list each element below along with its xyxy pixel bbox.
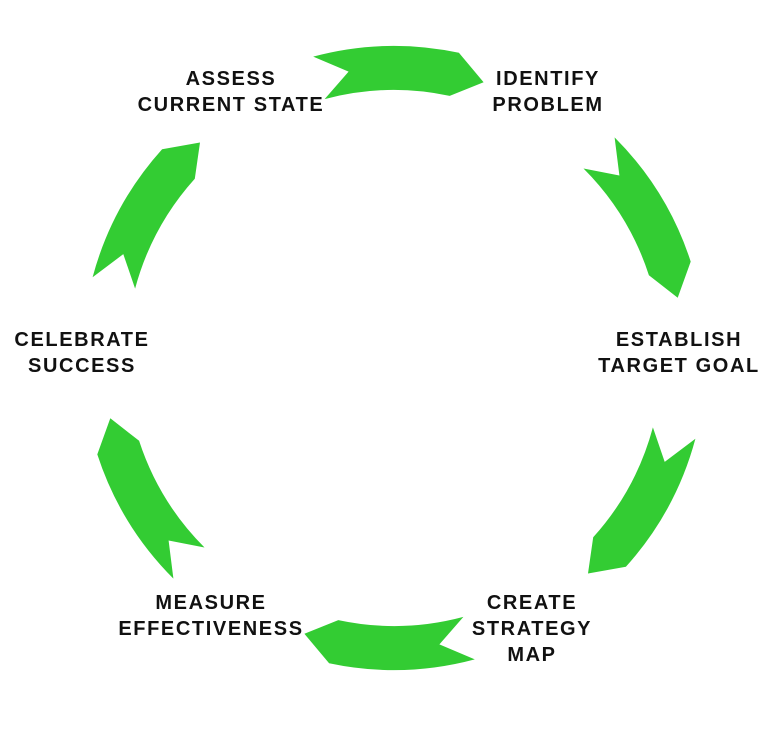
arrow-identify-to-establish	[583, 137, 691, 298]
arrow-assess-to-identify	[313, 45, 484, 100]
step-label-celebrate-success: CELEBRATE SUCCESS	[14, 329, 150, 377]
step-label-identify-problem: IDENTIFY PROBLEM	[492, 68, 604, 116]
step-label-create-strategy-map: CREATE STRATEGY MAP	[471, 592, 593, 666]
arrow-establish-to-create	[588, 427, 696, 574]
step-label-assess-current-state: ASSESS CURRENT STATE	[137, 68, 325, 116]
arrow-create-to-measure	[304, 616, 475, 671]
arrow-celebrate-to-assess	[92, 142, 200, 289]
step-label-establish-target-goal: ESTABLISH TARGET GOAL	[598, 329, 760, 377]
arrow-measure-to-celebrate	[97, 418, 205, 579]
step-label-measure-effectiveness: MEASURE EFFECTIVENESS	[118, 592, 304, 640]
